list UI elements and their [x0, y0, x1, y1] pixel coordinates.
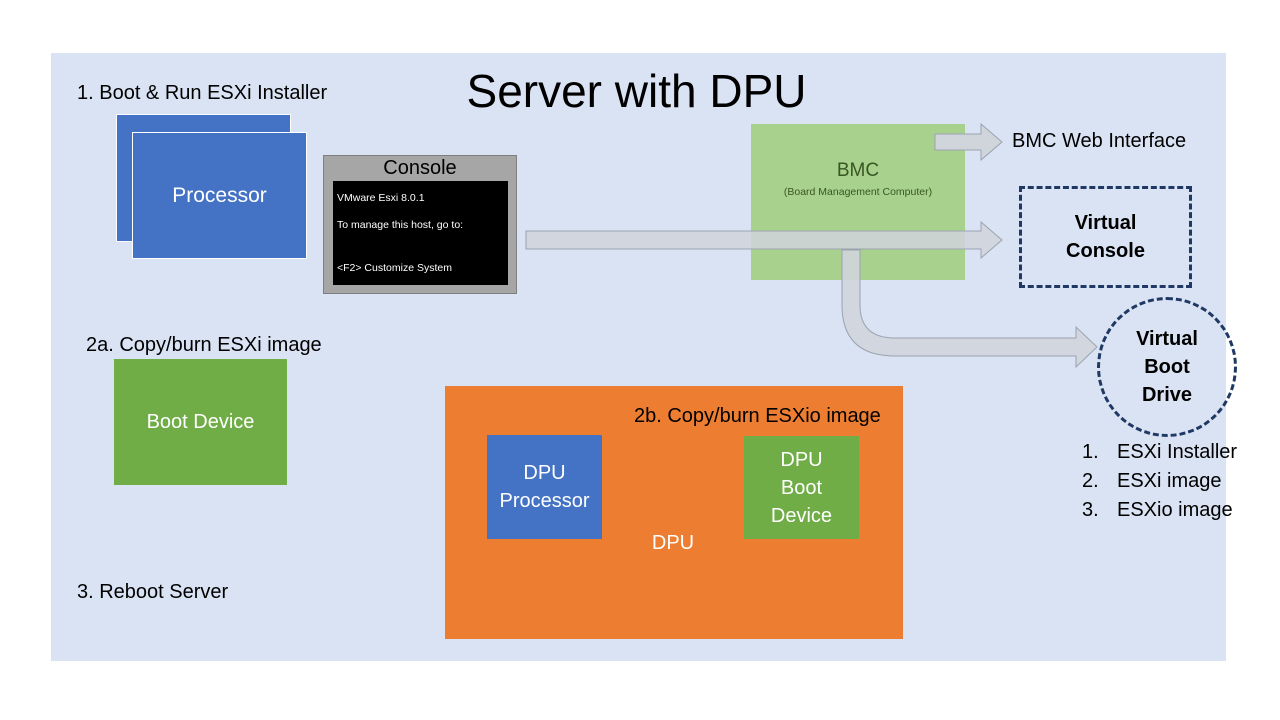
- arrow-console-to-virtual-console: [525, 220, 1003, 260]
- dpu-boot-device-box: DPU Boot Device: [744, 436, 859, 539]
- virtual-console-line2: Console: [1066, 240, 1145, 262]
- list-item-text: ESXi image: [1117, 470, 1222, 492]
- step-2b-label: 2b. Copy/burn ESXio image: [634, 405, 881, 427]
- dpu-boot-device-line1: DPU: [780, 448, 823, 471]
- bmc-web-interface-label: BMC Web Interface: [1012, 130, 1187, 152]
- console-line-customize: <F2> Customize System: [337, 262, 452, 274]
- console-label: Console: [383, 157, 457, 179]
- console-line-manage: To manage this host, go to:: [337, 219, 464, 231]
- dpu-processor-line1: DPU: [523, 462, 566, 484]
- list-item-text: ESXio image: [1117, 499, 1233, 521]
- bmc-subtitle: (Board Management Computer): [783, 186, 933, 198]
- virtual-boot-drive-line3: Drive: [1141, 384, 1193, 406]
- virtual-boot-drive-circle: Virtual Boot Drive: [1097, 297, 1237, 437]
- console-line-version: VMware Esxi 8.0.1: [337, 192, 425, 204]
- arrow-bmc-to-virtual-boot-drive: [841, 249, 1098, 369]
- list-item-text: ESXi Installer: [1117, 441, 1238, 463]
- virtual-boot-drive-line2: Boot: [1144, 356, 1190, 378]
- dpu-boot-device-line3: Device: [770, 504, 833, 527]
- list-item-number: 3.: [1082, 499, 1099, 521]
- virtual-console-box: Virtual Console: [1019, 186, 1192, 288]
- dpu-boot-device-line2: Boot: [780, 476, 823, 499]
- list-item-number: 1.: [1082, 441, 1099, 463]
- diagram-title: Server with DPU: [466, 65, 807, 117]
- dpu-label: DPU: [651, 532, 695, 554]
- boot-device-box: Boot Device: [114, 359, 287, 485]
- virtual-boot-drive-line1: Virtual: [1136, 328, 1198, 350]
- dpu-processor-box: DPU Processor: [487, 435, 602, 539]
- step-1-label: 1. Boot & Run ESXi Installer: [77, 82, 328, 104]
- step-2a-label: 2a. Copy/burn ESXi image: [86, 334, 322, 356]
- bmc-name: BMC: [836, 160, 880, 181]
- dpu-processor-line2: Processor: [499, 490, 590, 512]
- console-screen: VMware Esxi 8.0.1 To manage this host, g…: [333, 181, 508, 285]
- processor-label: Processor: [172, 183, 267, 207]
- virtual-console-line1: Virtual: [1074, 212, 1137, 234]
- boot-device-label: Boot Device: [146, 410, 255, 433]
- step-3-label: 3. Reboot Server: [77, 581, 229, 603]
- processor-box: Processor: [132, 132, 307, 259]
- arrow-bmc-to-web-interface: [934, 122, 1003, 162]
- list-item-number: 2.: [1082, 470, 1099, 492]
